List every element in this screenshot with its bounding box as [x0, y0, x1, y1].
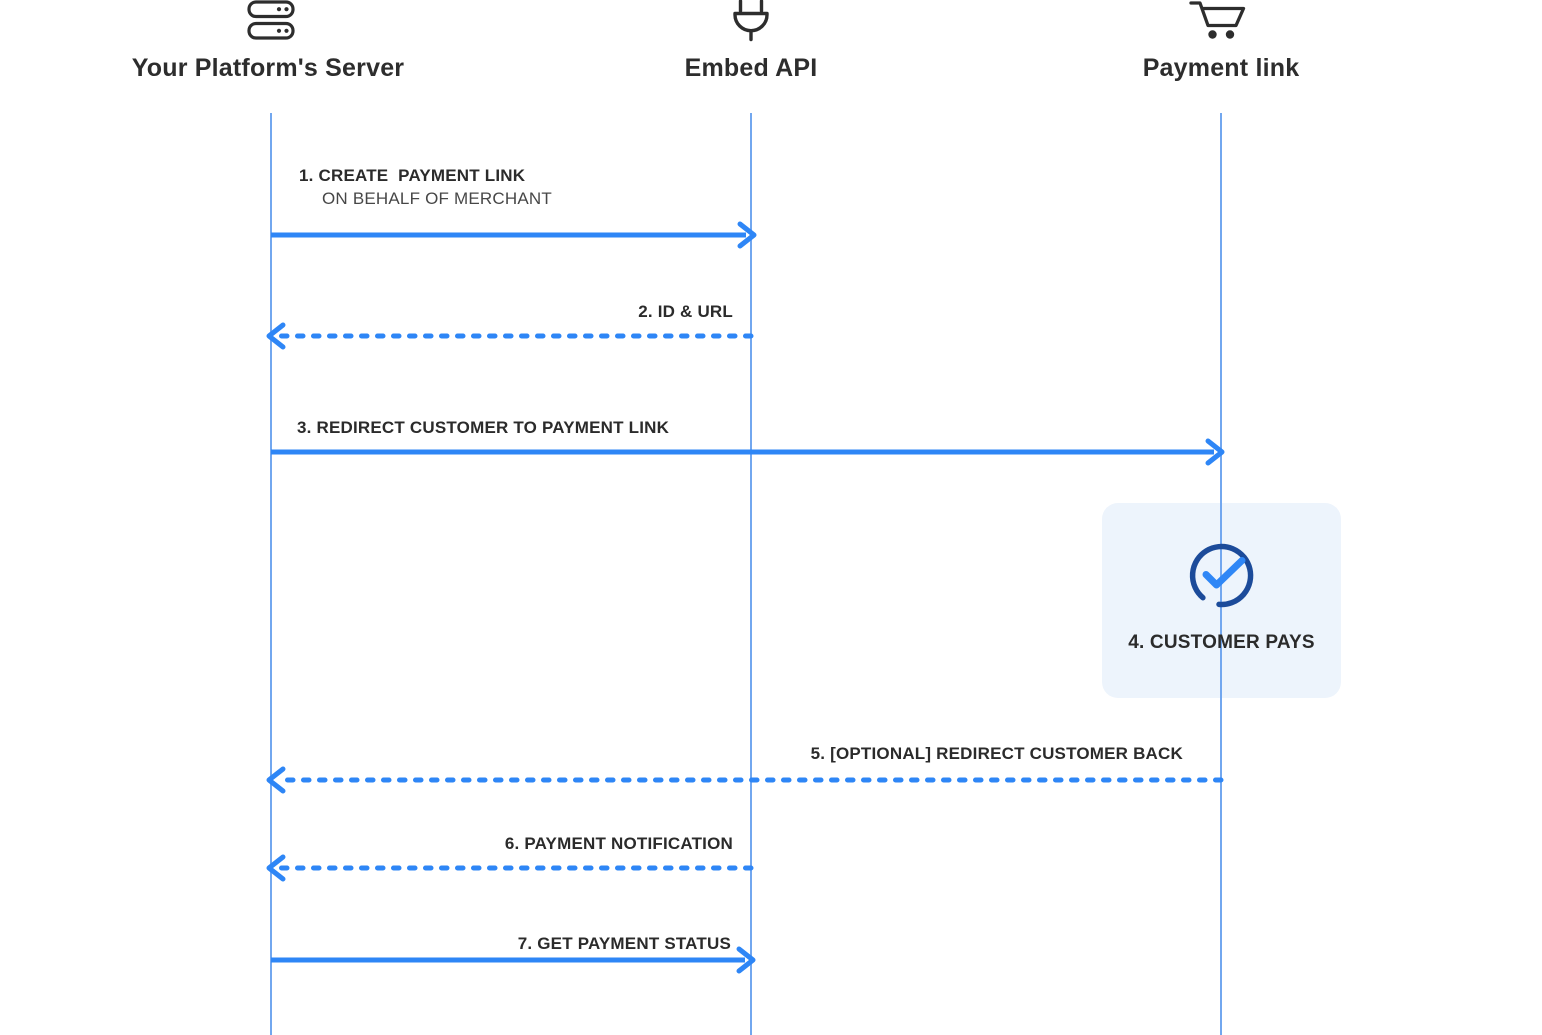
- message-7-arrow: [271, 946, 756, 974]
- message-6-arrow: [266, 854, 754, 882]
- plug-icon: [733, 0, 769, 42]
- arrowhead-right-icon: [1205, 438, 1225, 466]
- message-7-label: 7. GET PAYMENT STATUS: [517, 934, 731, 953]
- message-2-arrow: [266, 322, 754, 350]
- message-3-label: 3. REDIRECT CUSTOMER TO PAYMENT LINK: [297, 418, 670, 437]
- arrowhead-right-icon: [736, 946, 756, 974]
- message-5-label: 5. [OPTIONAL] REDIRECT CUSTOMER BACK: [810, 744, 1183, 763]
- participant-platform-server: Your Platform's Server: [131, 54, 405, 82]
- message-4-label: 4. CUSTOMER PAYS: [1128, 632, 1315, 653]
- message-6-label: 6. PAYMENT NOTIFICATION: [504, 834, 733, 853]
- participant-embed-api: Embed API: [684, 54, 818, 82]
- arrowhead-left-icon: [266, 854, 286, 882]
- participant-payment-link: Payment link: [1142, 54, 1300, 82]
- message-1-arrow: [271, 221, 757, 249]
- shopping-cart-icon: [1189, 1, 1246, 39]
- message-5-arrow: [266, 766, 1224, 794]
- arrowhead-right-icon: [737, 221, 757, 249]
- message-2-label: 2. ID & URL: [638, 302, 733, 321]
- check-circle-icon: [1189, 543, 1254, 608]
- server-icon: [247, 0, 295, 40]
- message-1-label: 1. CREATE PAYMENT LINK: [299, 166, 526, 185]
- arrowhead-left-icon: [266, 766, 286, 794]
- message-1-sublabel: ON BEHALF OF MERCHANT: [322, 189, 552, 208]
- message-3-arrow: [271, 438, 1225, 466]
- arrowhead-left-icon: [266, 322, 286, 350]
